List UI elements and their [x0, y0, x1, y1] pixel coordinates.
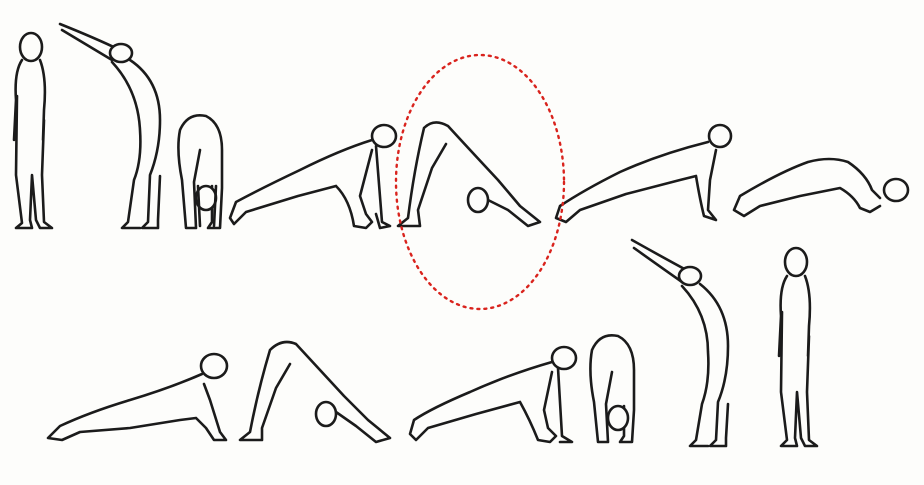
figure-low-lunge-2 — [410, 347, 576, 442]
figure-forward-bend-1 — [178, 115, 222, 228]
figure-plank-1 — [556, 125, 731, 222]
figure-cobra-2 — [48, 354, 227, 440]
figure-forward-bend-2 — [590, 335, 634, 442]
figure-raised-arms-2 — [632, 240, 728, 446]
figure-downward-dog-1 — [398, 122, 540, 226]
figure-knees-chest-chin-1 — [734, 159, 908, 216]
figure-raised-arms-1 — [60, 24, 160, 228]
figure-low-lunge-1 — [230, 125, 396, 228]
highlight-dotted-ellipse — [396, 55, 564, 309]
figure-standing-2 — [779, 248, 817, 446]
figure-downward-dog-2 — [240, 342, 390, 442]
figure-standing-1 — [14, 33, 52, 228]
